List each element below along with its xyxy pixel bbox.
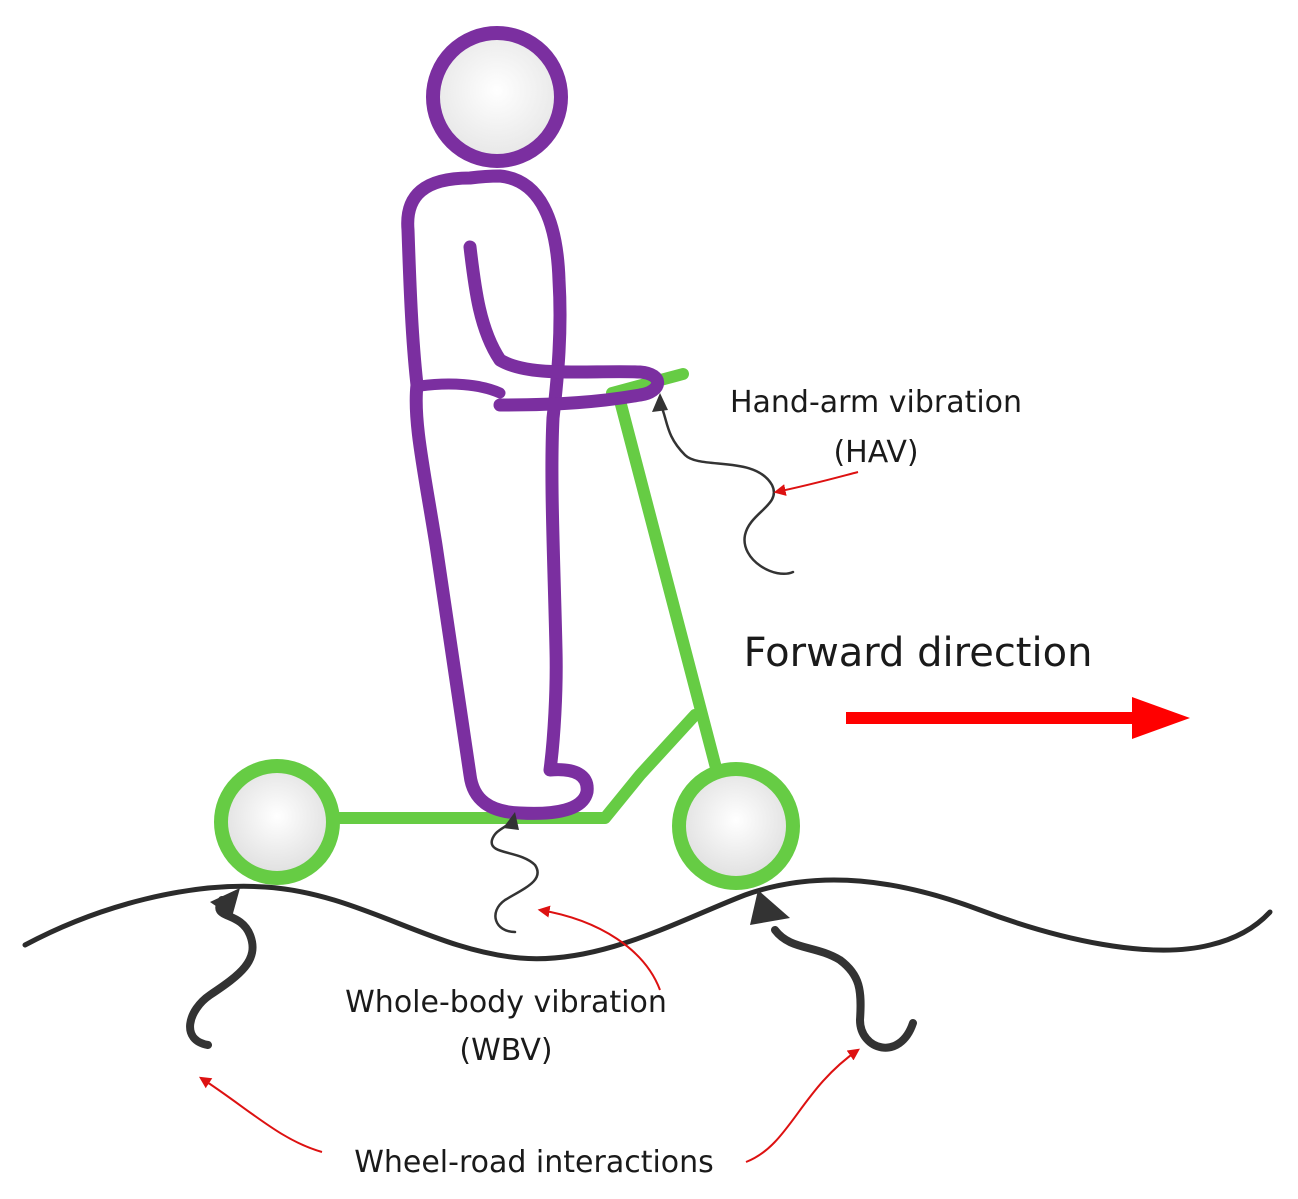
rear-wheel bbox=[214, 759, 340, 885]
rear-wheel-road-arrow bbox=[186, 888, 257, 1049]
scooter-stem bbox=[612, 387, 733, 816]
wbv-pointer bbox=[537, 905, 661, 991]
wbv-label-line1: Whole-body vibration bbox=[345, 985, 667, 1020]
front-wheel-road-arrow bbox=[750, 890, 917, 1052]
scooter bbox=[214, 368, 800, 890]
front-wheel bbox=[672, 762, 800, 890]
forward-direction-label: Forward direction bbox=[744, 630, 1093, 676]
forward-direction-arrow bbox=[846, 697, 1190, 739]
road-surface bbox=[22, 877, 1273, 962]
wbv-label-line2: (WBV) bbox=[459, 1033, 552, 1068]
rider-waist-line bbox=[414, 378, 506, 399]
scooter-deck bbox=[324, 709, 701, 824]
hav-label-line2: (HAV) bbox=[833, 435, 918, 470]
rider bbox=[401, 26, 665, 820]
rider-head bbox=[426, 26, 568, 168]
rider-arm bbox=[463, 240, 665, 412]
scooter-handlebar bbox=[606, 368, 689, 399]
wheel-road-pointer-left bbox=[198, 1076, 323, 1153]
hav-wave-arrow bbox=[652, 393, 795, 575]
hav-label-line1: Hand-arm vibration bbox=[730, 385, 1022, 420]
wheel-road-pointer-right bbox=[745, 1048, 860, 1163]
wheel-road-label: Wheel-road interactions bbox=[354, 1145, 714, 1180]
rider-body bbox=[401, 169, 594, 820]
wbv-wave-arrow bbox=[490, 812, 539, 934]
hav-pointer bbox=[773, 471, 859, 496]
